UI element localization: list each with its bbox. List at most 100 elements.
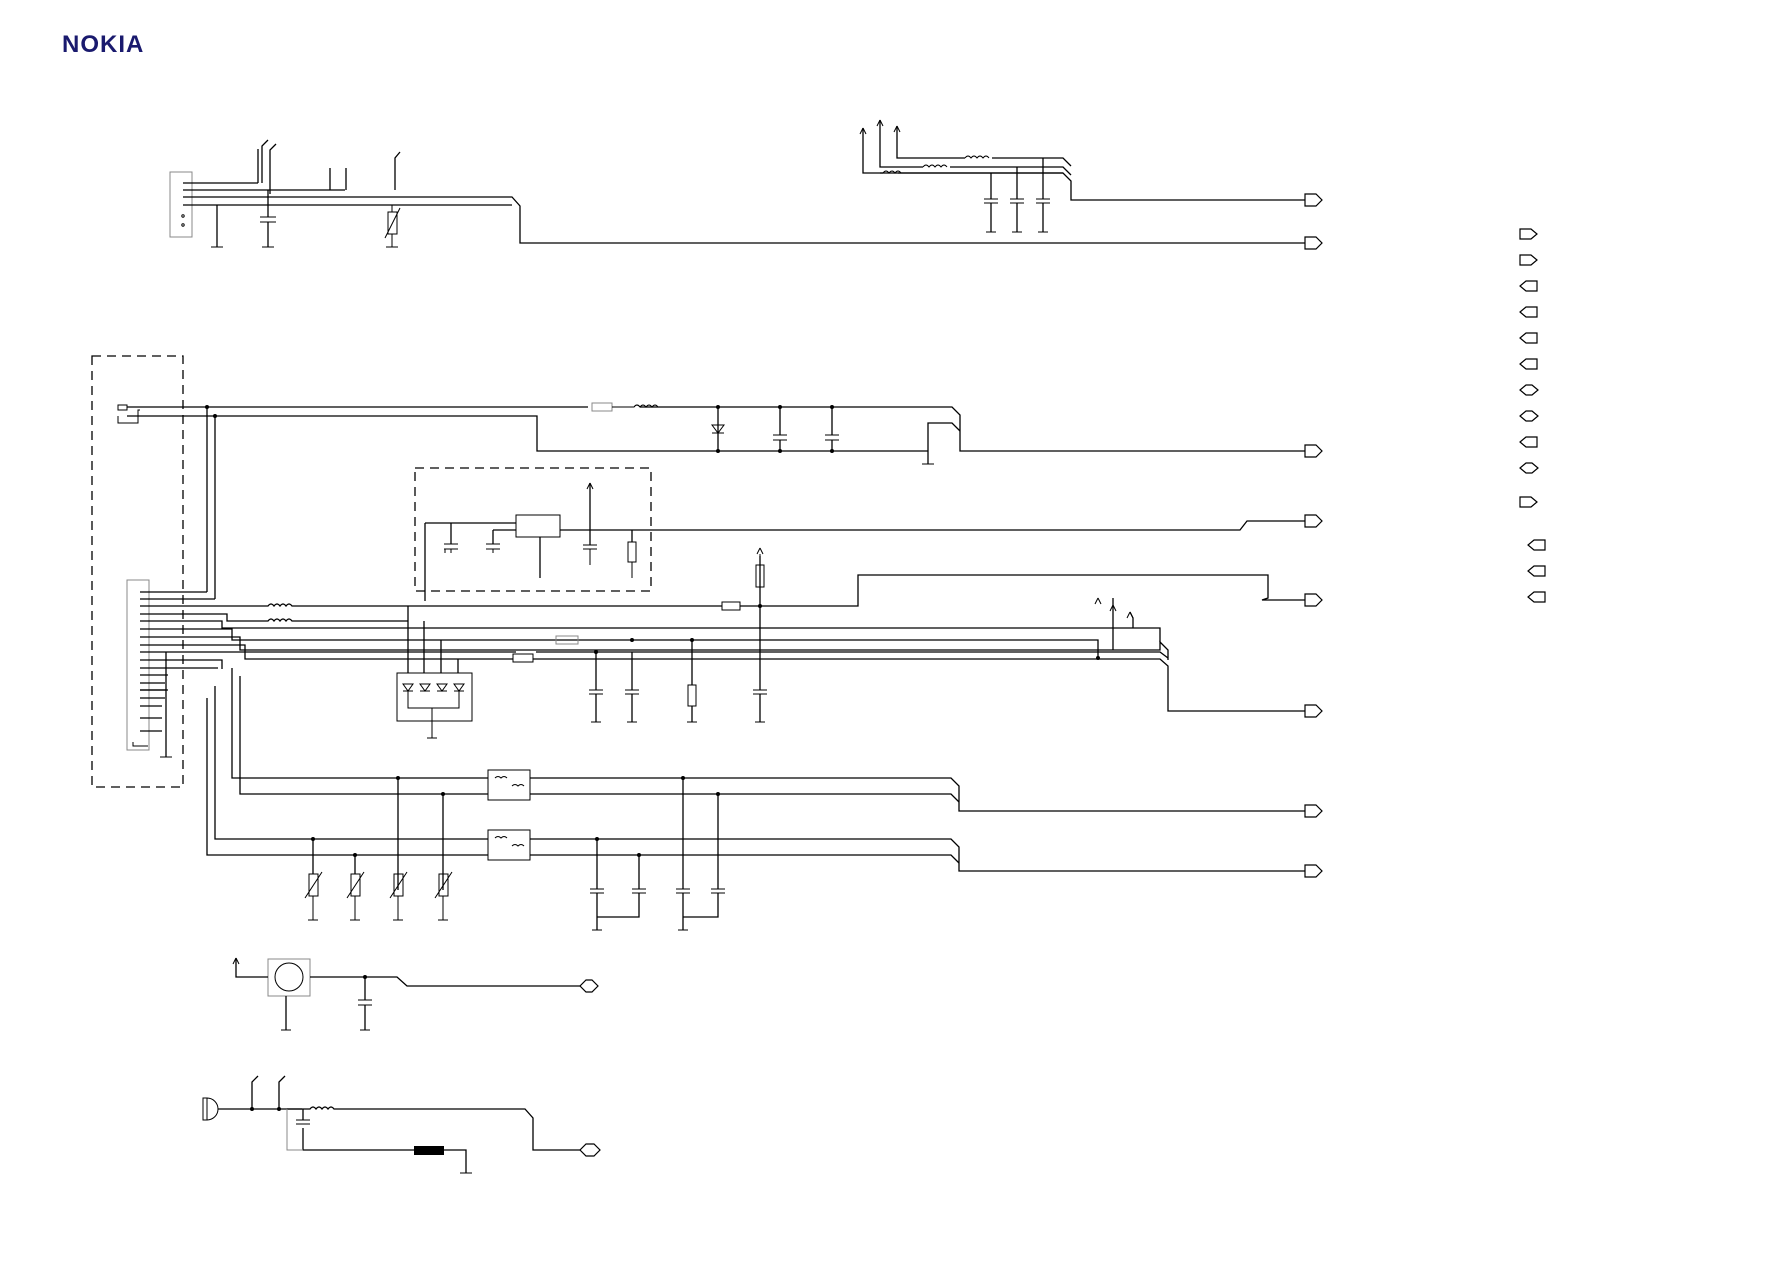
wire-segment <box>586 482 633 578</box>
port-icon <box>579 979 599 993</box>
wire-segment <box>140 651 1169 659</box>
junction-dot <box>778 405 782 409</box>
wire-segment <box>407 691 460 739</box>
connector-icon <box>126 579 150 751</box>
junction-dot <box>716 405 720 409</box>
junction-dot <box>594 650 598 654</box>
wire-segment <box>286 1109 303 1151</box>
wire-segment <box>296 1119 310 1125</box>
wire-segment <box>896 126 1072 167</box>
system-connector <box>126 547 1323 758</box>
wire-segment <box>281 999 372 1031</box>
port-icon <box>1519 462 1539 474</box>
junction-dot <box>690 638 694 642</box>
junction-dot <box>181 214 185 218</box>
supply-filter <box>859 119 1323 233</box>
wire-segment <box>308 919 688 931</box>
junction-dot <box>353 853 357 857</box>
wire-segment <box>984 198 1050 204</box>
port-icon <box>1519 358 1538 370</box>
wire-segment <box>312 896 444 920</box>
esd-diode-array <box>396 606 473 739</box>
power-input-block <box>91 355 1323 788</box>
junction-dot <box>181 223 185 227</box>
right-port-list <box>1519 228 1546 603</box>
microphone-icon <box>206 1097 219 1121</box>
port-icon <box>1519 332 1538 344</box>
connector-icon <box>117 404 128 411</box>
wire-segment <box>140 574 1305 608</box>
wire-segment <box>627 541 637 563</box>
wire-segment <box>444 543 597 550</box>
port-icon <box>1527 539 1546 551</box>
wire-segment <box>218 1106 586 1151</box>
common-mode-filter <box>487 769 531 801</box>
port-icon <box>1519 496 1538 508</box>
nokia-logo: NOKIA <box>62 31 144 58</box>
wire-segment <box>140 620 1161 650</box>
wire-segment <box>239 676 960 803</box>
emc-filter-section <box>206 668 1323 931</box>
wire-segment <box>140 652 167 757</box>
wire-segment <box>595 556 761 722</box>
system-connector-outline <box>91 355 184 788</box>
wire-segment <box>235 958 586 987</box>
wire-segment <box>127 406 1305 452</box>
inductor-icon <box>964 155 990 159</box>
wire-segment <box>589 689 767 695</box>
junction-dot <box>758 604 762 608</box>
wire-segment <box>402 683 431 692</box>
junction-dot <box>1096 656 1100 660</box>
wire-segment <box>140 644 1305 712</box>
port-icon <box>1304 804 1323 818</box>
wire-segment <box>304 871 453 899</box>
zener-diode-icon <box>711 424 725 434</box>
wire-segment <box>140 591 215 600</box>
top-connector <box>169 139 1305 248</box>
top-output-ports <box>1304 236 1323 250</box>
wire-segment <box>251 1075 286 1109</box>
wire-segment <box>140 636 1169 660</box>
port-icon <box>1304 193 1323 207</box>
port-icon <box>1519 228 1538 240</box>
junction-dot <box>213 414 217 418</box>
supply-arrow-icon <box>1094 597 1134 619</box>
junction-dot <box>716 449 720 453</box>
wire-segment <box>206 698 960 864</box>
inductor-icon <box>922 164 948 168</box>
wire-segment <box>260 216 276 223</box>
port-icon <box>1304 704 1323 718</box>
junction-dot <box>830 449 834 453</box>
wire-segment <box>232 957 240 965</box>
wire-segment <box>117 409 140 424</box>
junction-dot <box>778 449 782 453</box>
wire-segment <box>596 893 719 930</box>
wire-segment <box>231 668 1305 812</box>
wire-segment <box>127 415 961 464</box>
ferrite-bead-icon <box>414 1146 444 1155</box>
junction-dot <box>681 776 685 780</box>
junction-dot <box>441 792 445 796</box>
wire-segment <box>512 653 534 663</box>
wire-segment <box>384 205 401 247</box>
port-icon <box>1519 436 1538 448</box>
junction-dot <box>637 853 641 857</box>
junction-dot <box>363 975 367 979</box>
junction-dot <box>630 638 634 642</box>
wire-segment <box>257 139 277 194</box>
supply-arrow-icon <box>859 119 901 135</box>
wire-segment <box>285 977 366 1030</box>
common-mode-filter <box>487 829 531 861</box>
wire-segment <box>183 182 1305 244</box>
wire-segment <box>424 520 1305 601</box>
diode-icon <box>396 672 473 722</box>
wire-segment <box>756 547 764 565</box>
microphone-section <box>202 1075 601 1174</box>
wire-segment <box>990 158 1044 199</box>
regulator-block <box>414 467 1323 601</box>
port-icon <box>1304 593 1323 607</box>
wire-segment <box>216 190 269 247</box>
regulator-ic <box>515 514 561 538</box>
junction-dot <box>830 405 834 409</box>
